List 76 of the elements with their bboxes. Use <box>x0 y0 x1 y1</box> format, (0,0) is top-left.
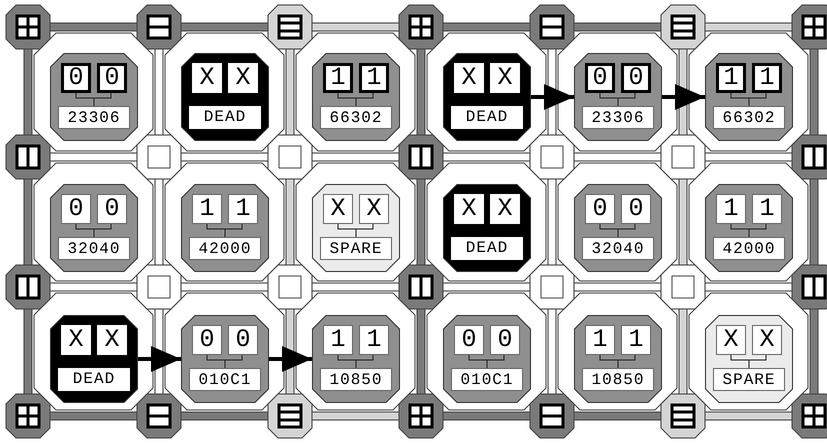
address-label: 010C1 <box>451 368 523 391</box>
chip-tile <box>705 184 793 272</box>
arrow <box>138 346 181 372</box>
address-label: 010C1 <box>189 368 261 391</box>
address-label: DEAD <box>189 106 261 129</box>
bit-value: X <box>716 325 746 355</box>
address-label: 10850 <box>582 368 654 391</box>
bit-value: 0 <box>97 63 127 93</box>
chip-tile <box>181 184 269 272</box>
bit-value: 1 <box>359 325 389 355</box>
chip-tile <box>181 315 269 403</box>
bit-value: 0 <box>490 325 520 355</box>
chip-tile <box>312 184 400 272</box>
bit-value: 1 <box>192 194 222 224</box>
chip-tile <box>574 184 662 272</box>
address-label: 66302 <box>713 106 785 129</box>
bit-value: 0 <box>621 63 651 93</box>
chip-tile <box>574 53 662 141</box>
address-label: 42000 <box>713 237 785 260</box>
bit-value: X <box>454 194 484 224</box>
address-label: DEAD <box>451 106 523 129</box>
address-label: 42000 <box>189 237 261 260</box>
address-label: SPARE <box>713 368 785 391</box>
bit-value: 0 <box>228 325 258 355</box>
bit-value: 0 <box>454 325 484 355</box>
bit-value: 1 <box>323 325 353 355</box>
chip-tile <box>181 53 269 141</box>
chip-tile <box>50 53 138 141</box>
arrow <box>269 346 312 372</box>
chip-tile <box>574 315 662 403</box>
bit-value: 0 <box>61 63 91 93</box>
bit-value: X <box>752 325 782 355</box>
chip-tile <box>705 315 793 403</box>
bit-value: X <box>490 194 520 224</box>
address-label: 10850 <box>320 368 392 391</box>
bit-value: X <box>359 194 389 224</box>
chip-tile <box>443 53 531 141</box>
bit-value: X <box>454 63 484 93</box>
bit-value: X <box>192 63 222 93</box>
bit-value: 1 <box>752 194 782 224</box>
bit-value: X <box>490 63 520 93</box>
bit-value: 1 <box>359 63 389 93</box>
address-label: 66302 <box>320 106 392 129</box>
bit-value: X <box>323 194 353 224</box>
address-label: DEAD <box>451 237 523 260</box>
chip-tile <box>312 53 400 141</box>
chip-tile <box>50 315 138 403</box>
bit-value: X <box>97 325 127 355</box>
bit-value: 0 <box>192 325 222 355</box>
bit-value: 0 <box>621 194 651 224</box>
bit-value: 1 <box>621 325 651 355</box>
bit-value: X <box>61 325 91 355</box>
bit-value: 1 <box>323 63 353 93</box>
bit-value: 1 <box>716 194 746 224</box>
bit-value: 0 <box>97 194 127 224</box>
address-label: 23306 <box>58 106 130 129</box>
chip-tile <box>443 184 531 272</box>
chip-tile <box>443 315 531 403</box>
address-label: 32040 <box>582 237 654 260</box>
address-label: SPARE <box>320 237 392 260</box>
bit-value: 1 <box>716 63 746 93</box>
bit-value: 0 <box>585 194 615 224</box>
bit-value: 1 <box>585 325 615 355</box>
bit-value: X <box>228 63 258 93</box>
address-label: 23306 <box>582 106 654 129</box>
chip-tile <box>50 184 138 272</box>
address-label: DEAD <box>58 368 130 391</box>
bit-value: 0 <box>585 63 615 93</box>
chip-tile <box>705 53 793 141</box>
bit-value: 1 <box>228 194 258 224</box>
bit-value: 0 <box>61 194 91 224</box>
bit-value: 1 <box>752 63 782 93</box>
chip-tile <box>312 315 400 403</box>
arrow <box>531 84 574 110</box>
address-label: 32040 <box>58 237 130 260</box>
arrow <box>662 84 705 110</box>
